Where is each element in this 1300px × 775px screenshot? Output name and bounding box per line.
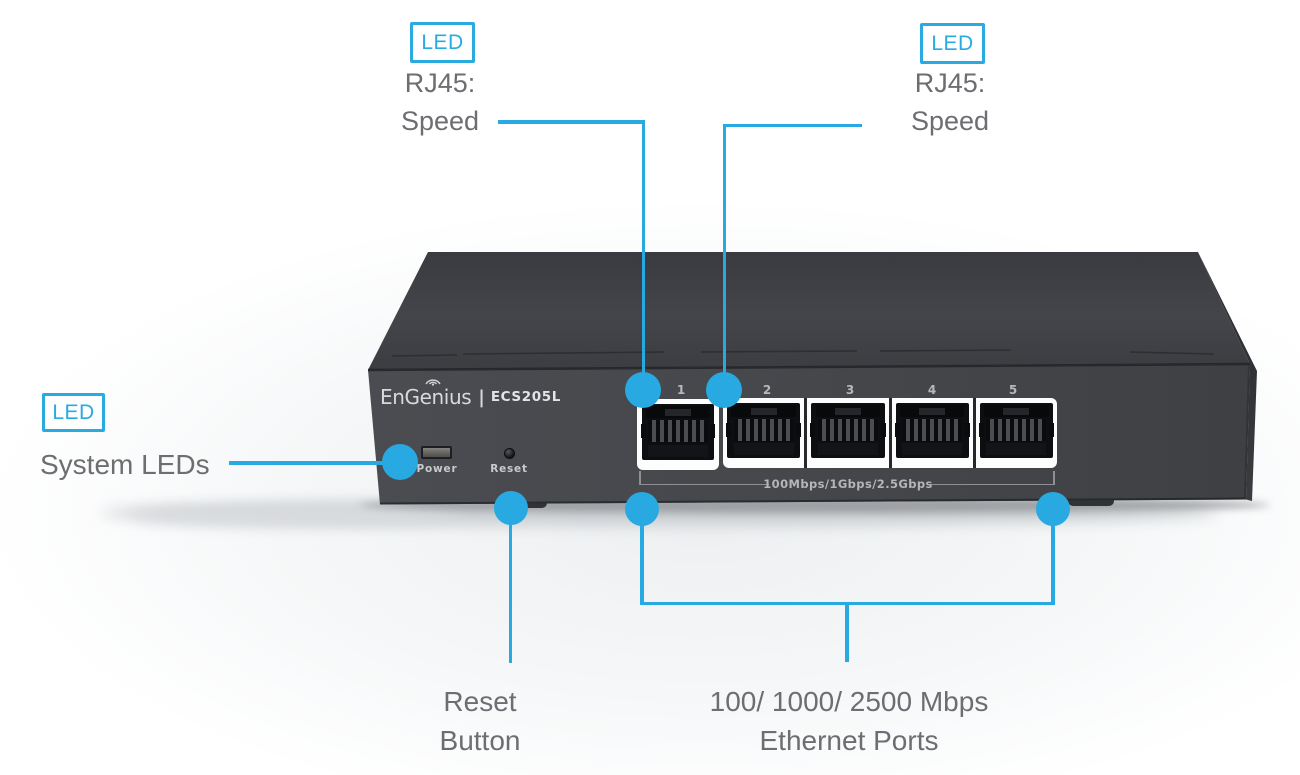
rj45-jack-1 (641, 404, 715, 460)
port-3-cell (807, 398, 889, 468)
callout-line-rj45-right-v (722, 123, 726, 392)
callout-label-rj45-left-line1: RJ45: (404, 68, 476, 98)
callout-label-reset-line2: Button (439, 725, 521, 756)
callout-label-ethernet-line1: 100/ 1000/ 2500 Mbps (709, 686, 989, 717)
top-face-seams (391, 349, 1215, 357)
callout-label-rj45-left: RJ45: Speed (360, 64, 520, 140)
callout-line-ports-left-v (640, 510, 644, 605)
ports-2-5-frame (723, 398, 1057, 468)
port-number-4: 4 (927, 383, 937, 397)
callout-line-rj45-left-h (498, 120, 645, 124)
power-led (421, 446, 452, 459)
port-number-1: 1 (676, 383, 686, 397)
callout-line-ports-h (640, 601, 1055, 605)
callout-line-ports-right-v (1051, 510, 1055, 605)
callout-line-ports-mid-v (845, 605, 849, 662)
callout-line-system-leds (229, 461, 385, 465)
callout-label-rj45-right: RJ45: Speed (870, 64, 1030, 140)
callout-label-rj45-left-line2: Speed (400, 106, 480, 136)
led-badge-top-left: LED (410, 22, 475, 63)
port-number-5: 5 (1008, 383, 1018, 397)
switch-top-face (368, 252, 1250, 370)
port-4-cell (891, 398, 973, 468)
callout-dot-port1-led (625, 372, 661, 408)
rj45-jack-2 (726, 403, 802, 458)
port-number-2: 2 (762, 383, 772, 397)
switch-right-face (1198, 252, 1257, 501)
model-text: ECS205L (490, 389, 561, 405)
top-front-edge (367, 362, 1251, 372)
callout-line-rj45-left-v (641, 120, 645, 392)
engenius-logo: EnGenius | ECS205L (380, 376, 580, 410)
reset-label: Reset (490, 463, 528, 475)
reset-button (504, 448, 515, 459)
speed-bracket-right-line (928, 483, 1055, 486)
device-shadow-left (130, 506, 460, 526)
power-label: Power (416, 463, 458, 475)
rj45-jack-3 (810, 403, 886, 458)
port-1-frame (637, 399, 719, 470)
port-number-3: 3 (845, 383, 855, 397)
callout-label-rj45-right-line1: RJ45: (914, 68, 986, 98)
callout-line-reset (508, 510, 513, 663)
speed-bracket-right-tick (1053, 471, 1055, 485)
rj45-jack-5 (978, 403, 1054, 458)
rj45-jack-4 (894, 403, 970, 458)
speed-note: 100Mbps/1Gbps/2.5Gbps (763, 477, 933, 491)
speed-bracket-left-tick (639, 471, 641, 485)
callout-dot-port2-led (706, 372, 742, 408)
front-right-edge (1244, 365, 1250, 500)
led-badge-top-right: LED (920, 23, 985, 64)
speed-bracket-left-line (639, 483, 769, 486)
port-5-cell (975, 398, 1057, 468)
callout-label-ethernet-line2: Ethernet Ports (759, 725, 939, 756)
callout-dot-system-leds (382, 444, 418, 480)
wifi-arcs-icon (425, 379, 441, 386)
callout-label-system-leds: System LEDs (40, 449, 210, 480)
callout-label-reset: Reset Button (397, 682, 563, 760)
port-2-cell (723, 398, 805, 468)
callout-label-reset-line1: Reset (443, 686, 517, 717)
callout-label-rj45-right-line2: Speed (910, 106, 990, 136)
led-badge-left: LED (42, 393, 105, 432)
callout-line-rj45-right-h (722, 123, 862, 127)
brand-text: EnGenius (380, 385, 472, 409)
logo-separator: | (478, 386, 485, 408)
callout-label-ethernet-ports: 100/ 1000/ 2500 Mbps Ethernet Ports (699, 682, 999, 760)
